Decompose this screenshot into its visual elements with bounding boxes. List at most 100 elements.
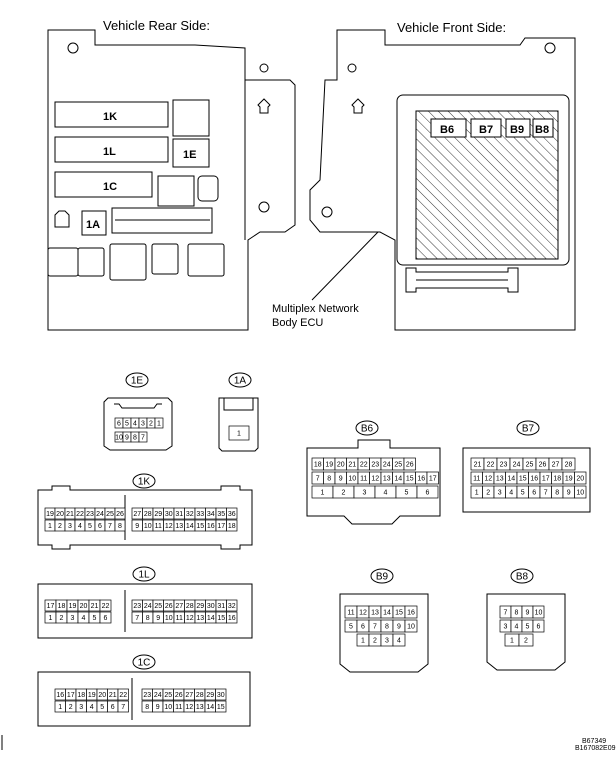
- pin-cell: 6: [532, 619, 545, 633]
- pin-label: 17: [217, 523, 225, 530]
- pin-label: 9: [156, 615, 160, 622]
- pin-label: 23: [143, 692, 151, 699]
- pin-cell: 21: [470, 457, 485, 471]
- pin-label: 11: [155, 523, 162, 530]
- pin-cell: 14: [392, 471, 405, 485]
- pin-cell: 9: [392, 619, 406, 633]
- pin-label: 2: [69, 704, 73, 711]
- pin-label: 28: [144, 511, 152, 518]
- pin-label: 18: [77, 692, 85, 699]
- pin-label: 22: [119, 692, 127, 699]
- pin-cell: 16: [404, 605, 418, 619]
- pin-label: 4: [82, 615, 86, 622]
- pin-label: 11: [176, 615, 183, 622]
- pin-label: 6: [426, 490, 430, 497]
- pin-label: 2: [524, 638, 528, 645]
- pin-cell: 28: [142, 507, 154, 520]
- pin-cell: 3: [75, 700, 87, 713]
- pin-cell: 7: [368, 619, 382, 633]
- pin-cell: 10: [142, 519, 154, 532]
- pin-cell: 30: [215, 688, 227, 701]
- pin-cell: 2: [518, 633, 534, 647]
- pin-cell: 24: [142, 599, 154, 612]
- pin-label: 14: [507, 476, 515, 483]
- pin-label: 5: [88, 523, 92, 530]
- pin-cell: 25: [522, 457, 537, 471]
- pin-cell: 6: [99, 611, 112, 624]
- pin-cell: 26: [114, 507, 126, 520]
- pin-cell: 2: [332, 485, 355, 499]
- pin-label: 13: [383, 476, 391, 483]
- pin-cell: 16: [205, 519, 217, 532]
- pin-cell: 1: [44, 519, 56, 532]
- pin-label: 25: [394, 462, 402, 469]
- pin-cell: 16: [226, 611, 238, 624]
- pin-label: 27: [133, 511, 141, 518]
- pin-label: 3: [385, 638, 389, 645]
- connector-b7-outline: [462, 447, 591, 513]
- pin-cell: 22: [357, 457, 370, 471]
- pin-cell: 4: [86, 700, 98, 713]
- pin-label: 3: [504, 624, 508, 631]
- pin-cell: 1: [228, 425, 250, 441]
- connector-b9-outline: [339, 593, 429, 673]
- connector-tag-a: 1A: [228, 372, 252, 388]
- pin-label: 17: [542, 476, 550, 483]
- pin-label: 2: [486, 490, 490, 497]
- connector-1e-outline: [103, 397, 173, 451]
- pin-cell: 18: [311, 457, 324, 471]
- pin-cell: 23: [131, 599, 143, 612]
- pin-label: 4: [515, 624, 519, 631]
- junction-block-rear: [47, 29, 296, 331]
- ecu-label-b8: B8: [535, 124, 549, 136]
- pin-cell: 12: [482, 471, 495, 485]
- pin-cell: 12: [183, 700, 195, 713]
- pin-cell: 10: [163, 611, 175, 624]
- pin-cell: 10: [404, 619, 418, 633]
- pin-label: 20: [56, 511, 64, 518]
- pin-cell: 16: [54, 688, 66, 701]
- connector-tag-b8: B8: [510, 568, 534, 584]
- jb-label-1k: 1K: [103, 111, 117, 123]
- pin-label: 9: [339, 476, 343, 483]
- pin-label: 7: [316, 476, 320, 483]
- pin-label: 16: [207, 523, 215, 530]
- pin-label: 16: [407, 610, 415, 617]
- pin-label: 14: [206, 704, 214, 711]
- pin-cell: 24: [509, 457, 524, 471]
- pin-cell: 3: [380, 633, 394, 647]
- pin-cell: 2: [368, 633, 382, 647]
- pin-cell: 7: [539, 485, 552, 499]
- pin-label: 24: [513, 462, 521, 469]
- pin-label: 16: [228, 615, 236, 622]
- pin-cell: 13: [194, 700, 206, 713]
- pin-label: 10: [144, 523, 152, 530]
- pin-label: 10: [164, 704, 172, 711]
- pin-label: 17: [67, 692, 75, 699]
- pin-cell: 13: [194, 611, 206, 624]
- pin-cell: 6: [114, 417, 124, 429]
- pin-cell: 10: [114, 431, 124, 443]
- pin-label: 21: [348, 462, 356, 469]
- pin-label: 26: [165, 603, 173, 610]
- pin-cell: 15: [215, 700, 227, 713]
- pin-label: 22: [102, 603, 110, 610]
- pin-cell: 4: [505, 485, 518, 499]
- pin-cell: 13: [368, 605, 382, 619]
- pin-label: 23: [86, 511, 94, 518]
- pin-cell: 20: [334, 457, 347, 471]
- pin-cell: 4: [77, 611, 90, 624]
- pin-row-a-top: 1: [228, 425, 250, 441]
- pin-label: 29: [206, 692, 214, 699]
- pin-label: 9: [156, 704, 160, 711]
- pin-label: 13: [196, 615, 204, 622]
- pin-cell: 8: [114, 519, 126, 532]
- pin-cell: 19: [562, 471, 575, 485]
- pin-label: 4: [78, 523, 82, 530]
- pin-label: 8: [145, 704, 149, 711]
